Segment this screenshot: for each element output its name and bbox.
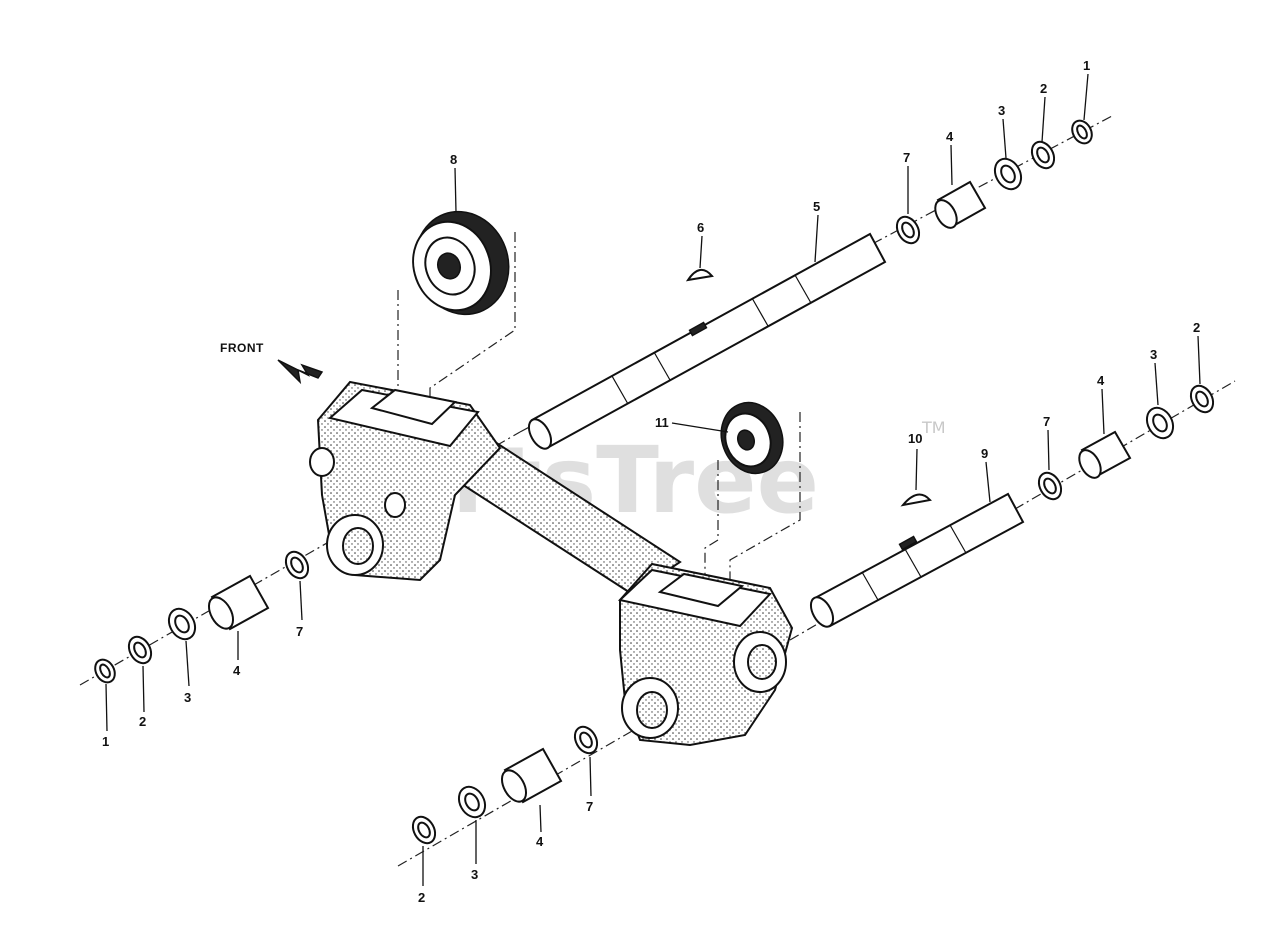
left-gearbox-top-plate [327, 388, 480, 448]
left-gearbox-opening [369, 388, 458, 426]
right-gearbox-opening [657, 572, 745, 608]
keyway-lower [898, 535, 918, 551]
callout-2-mid: 2 [1193, 320, 1200, 335]
callouts: 1 2 3 4 7 5 6 8 2 3 4 7 9 10 11 7 4 3 2 … [102, 58, 1200, 905]
left-stack [94, 550, 310, 684]
callout-2-left: 2 [139, 714, 146, 729]
lower-left-axis-line [397, 639, 791, 867]
left-gearbox-boss [309, 447, 335, 477]
shaft-9 [809, 492, 1025, 628]
gear-11 [720, 401, 784, 475]
leader-lines [105, 73, 1201, 886]
watermark-trademark: TM [921, 418, 946, 437]
front-indicator: FRONT [220, 341, 324, 385]
shaft-5-end [527, 418, 553, 450]
callout-7-bottom: 7 [586, 799, 593, 814]
callout-2-bottom: 2 [418, 890, 425, 905]
bottom-stack [411, 725, 599, 845]
callout-4-top: 4 [946, 129, 954, 144]
callout-3-left: 3 [184, 690, 191, 705]
callout-3-mid: 3 [1150, 347, 1157, 362]
callout-8: 8 [450, 152, 457, 167]
gear-8 [412, 210, 510, 316]
callout-6: 6 [697, 220, 704, 235]
front-arrow-icon [277, 359, 324, 385]
key-10 [900, 493, 932, 507]
callout-2-top: 2 [1040, 81, 1047, 96]
shaft-5-body [530, 232, 887, 450]
shaft-5 [527, 232, 887, 450]
upper-right-stack [895, 119, 1093, 245]
front-label: FRONT [220, 341, 264, 355]
axle-housing [309, 380, 794, 747]
callout-7-mid: 7 [1043, 414, 1050, 429]
callout-3-top: 3 [998, 103, 1005, 118]
callout-3-bottom: 3 [471, 867, 478, 882]
key-6 [685, 269, 714, 282]
callout-4-mid: 4 [1097, 373, 1105, 388]
shaft-9-body [813, 492, 1025, 628]
callout-1-left: 1 [102, 734, 109, 749]
callout-4-left: 4 [233, 663, 241, 678]
callout-4-bottom: 4 [536, 834, 544, 849]
callout-11: 11 [655, 415, 669, 430]
callout-7-top: 7 [903, 150, 910, 165]
gear-11-hub [736, 429, 756, 451]
callout-1-top: 1 [1083, 58, 1090, 73]
middle-right-stack [1037, 384, 1215, 501]
callout-5: 5 [813, 199, 820, 214]
callout-10: 10 [908, 431, 922, 446]
shaft-9-end [809, 596, 835, 628]
gear-8-hub [436, 252, 462, 280]
keyway-upper [688, 321, 708, 337]
callout-9: 9 [981, 446, 988, 461]
callout-7-left: 7 [296, 624, 303, 639]
